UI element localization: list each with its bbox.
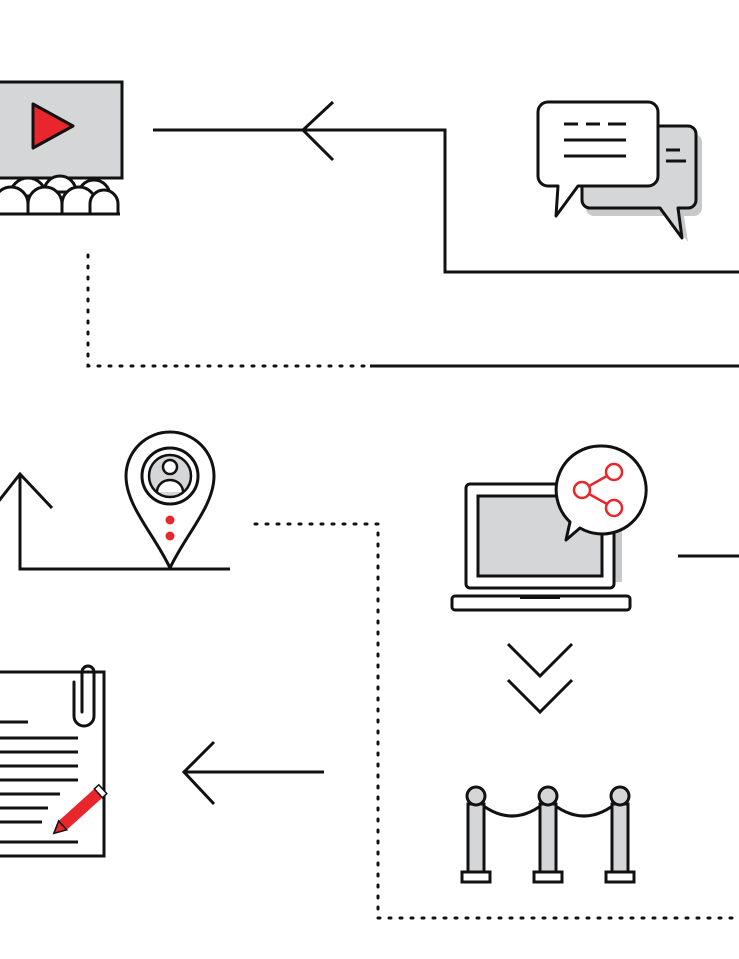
location-pin-person-icon (124, 430, 216, 570)
video-presentation-icon (0, 80, 124, 216)
rope-barrier-icon (460, 785, 636, 884)
connector-dotted-left (86, 253, 372, 368)
signed-document-icon (0, 664, 108, 858)
connector-top-solid (153, 128, 739, 274)
laptop-share-icon (450, 444, 648, 612)
double-chevron-down-icon (506, 642, 574, 715)
arrow-left-head-top (300, 100, 335, 162)
connectors (86, 100, 739, 920)
chat-bubbles-icon (536, 100, 702, 242)
turn-up-arrow-icon (0, 471, 230, 571)
arrow-left-icon (181, 740, 324, 806)
connector-dotted-center (253, 522, 739, 920)
